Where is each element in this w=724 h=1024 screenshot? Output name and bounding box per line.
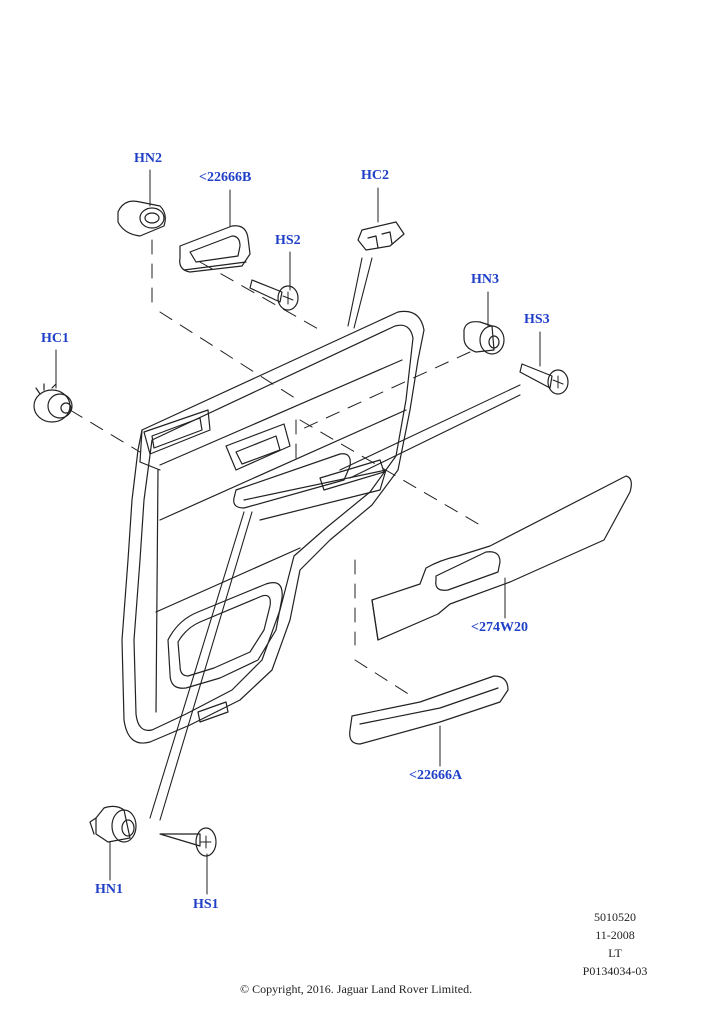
callout-22666a[interactable]: <22666A	[409, 768, 463, 783]
callout-hc2[interactable]: HC2	[361, 168, 389, 183]
armrest-trim-part	[371, 475, 632, 641]
hc1-clip-part	[33, 383, 73, 423]
callout-hn3[interactable]: HN3	[471, 272, 499, 287]
assembly-solid-lines	[149, 257, 521, 821]
hs2-screw-part	[249, 279, 299, 311]
callout-hs3[interactable]: HS3	[524, 312, 550, 327]
callout-hn2[interactable]: HN2	[134, 151, 162, 166]
door-trim-panel	[121, 310, 425, 744]
pull-handle-part	[349, 675, 509, 745]
hn1-grommet-part	[89, 805, 137, 843]
hn3-grommet-part	[463, 321, 505, 355]
handle-bezel-part	[179, 225, 251, 273]
callout-hs1[interactable]: HS1	[193, 897, 219, 912]
diagram-side: LT	[608, 946, 622, 960]
hn2-grommet-part	[117, 200, 166, 237]
copyright-notice: © Copyright, 2016. Jaguar Land Rover Lim…	[240, 982, 473, 996]
callout-274w20[interactable]: <274W20	[471, 620, 528, 635]
callout-hs2[interactable]: HS2	[275, 233, 301, 248]
diagram-date: 11-2008	[595, 928, 635, 942]
diagram-code: 5010520	[594, 910, 636, 924]
leader-lines	[55, 169, 541, 895]
hs1-screw-part	[159, 827, 217, 857]
callout-hc1[interactable]: HC1	[41, 331, 69, 346]
assembly-dashed-lines	[69, 239, 481, 696]
diagram-reference: P0134034-03	[582, 964, 648, 978]
hc2-clip-part	[357, 221, 405, 251]
hs3-screw-part	[519, 363, 569, 395]
callout-22666b[interactable]: <22666B	[199, 170, 252, 185]
callout-hn1[interactable]: HN1	[95, 882, 123, 897]
